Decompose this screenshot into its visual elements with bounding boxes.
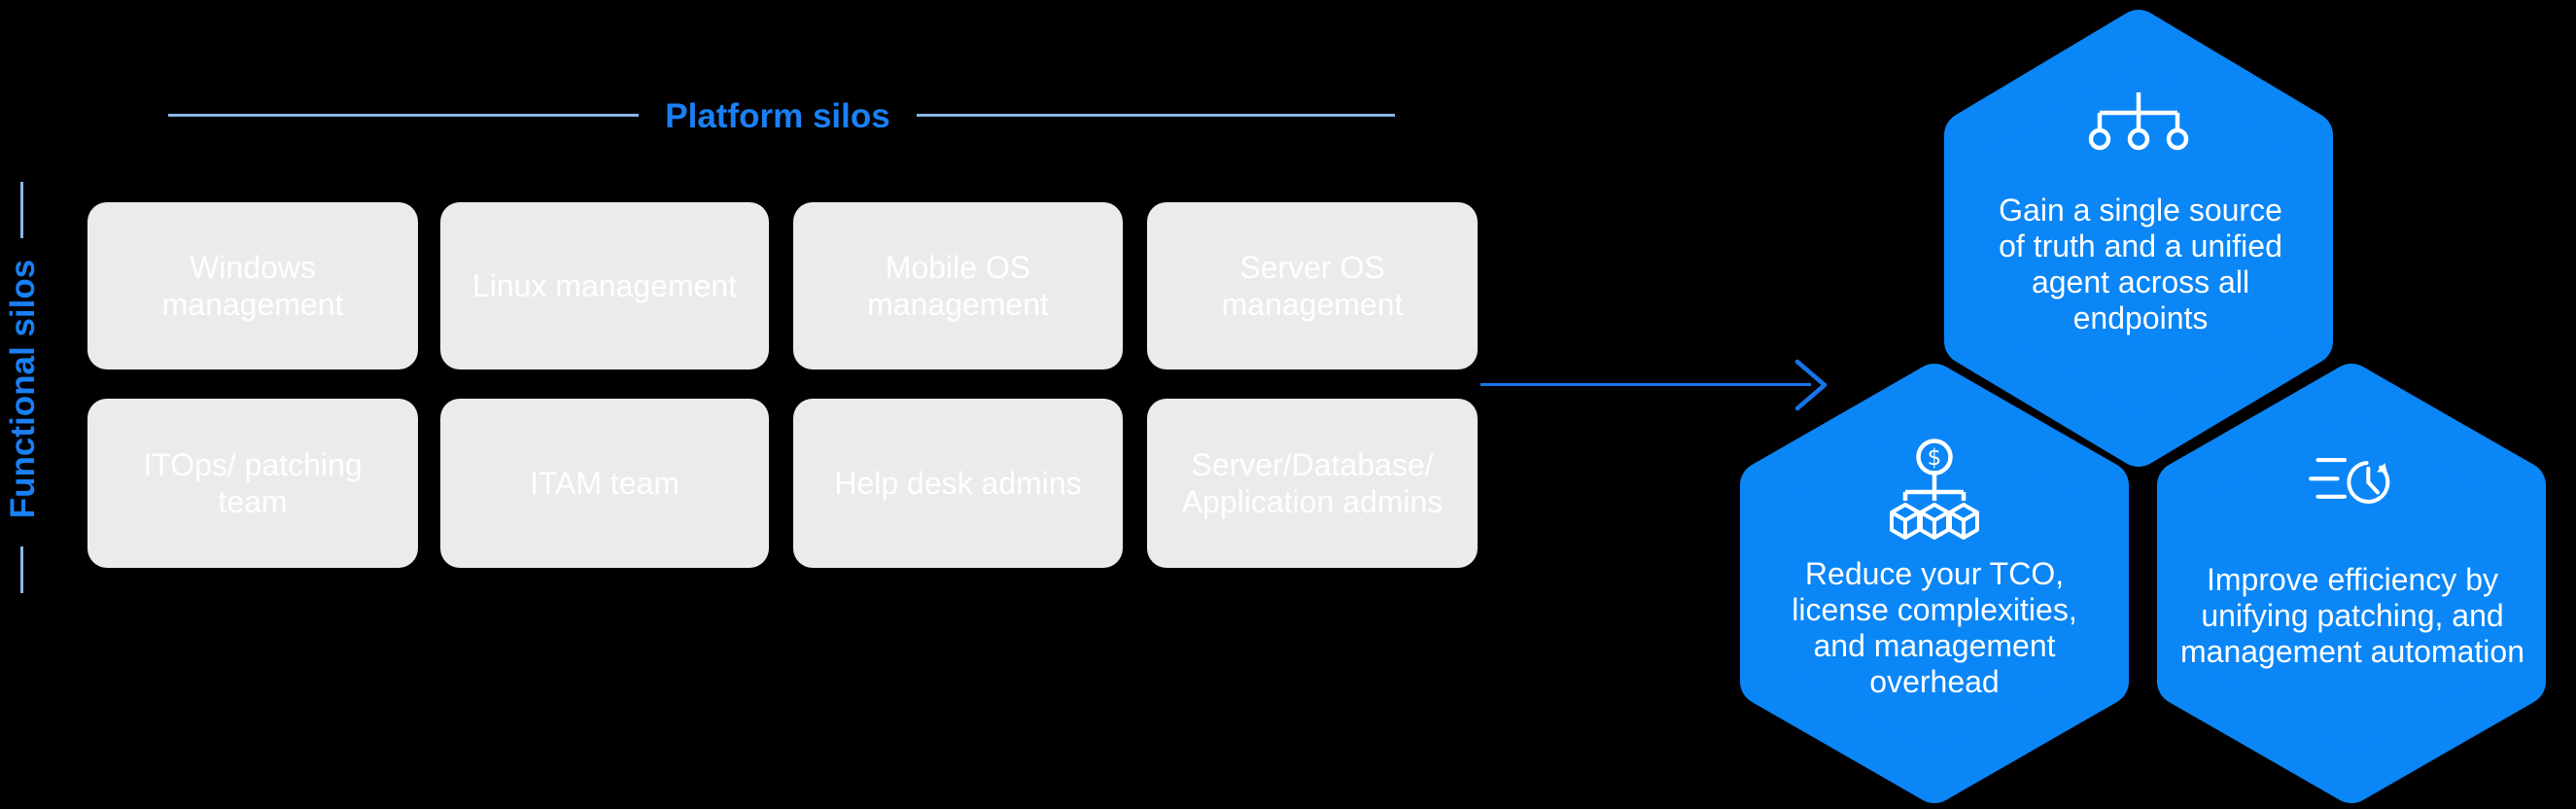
silo-box-server-db-app-admins: Server/Database/ Application admins [1147,399,1478,568]
silo-box-help-desk-admins: Help desk admins [793,399,1123,568]
platform-silos-line-left [168,114,639,117]
sitemap-icon [2088,92,2189,151]
platform-silos-line-right [917,114,1395,117]
benefit-text-single-source: Gain a single source of truth and a unif… [1999,193,2282,335]
hexagon-bottom-right [2157,364,2546,803]
silo-box-windows-management: Windows management [87,202,418,369]
functional-silos-label: Functional silos [4,259,42,519]
functional-silos-line-bottom [20,546,23,593]
flow-arrow-line [1480,383,1811,386]
benefit-text-reduce-tco: Reduce your TCO, license complexities, a… [1792,556,2077,699]
right-arrow-icon [1794,359,1828,411]
silo-box-mobile-os-management: Mobile OS management [793,202,1123,369]
benefit-text-improve-efficiency: Improve efficiency by unifying patching,… [2180,562,2524,669]
silo-box-itam-team: ITAM team [440,399,769,568]
platform-silos-label: Platform silos [665,97,890,135]
dollar-cubes-icon: $ [1890,439,1979,540]
silo-box-server-os-management: Server OS management [1147,202,1478,369]
hexagon-bottom-left [1740,364,2129,803]
dollar-symbol: $ [1928,445,1942,471]
speed-clock-icon [2309,458,2390,504]
silo-box-linux-management: Linux management [440,202,769,369]
hexagon-top [1944,10,2333,467]
silo-box-itops-patching-team: ITOps/ patching team [87,399,418,568]
functional-silos-line-top [20,182,23,238]
benefit-hexagons [1740,10,2546,803]
